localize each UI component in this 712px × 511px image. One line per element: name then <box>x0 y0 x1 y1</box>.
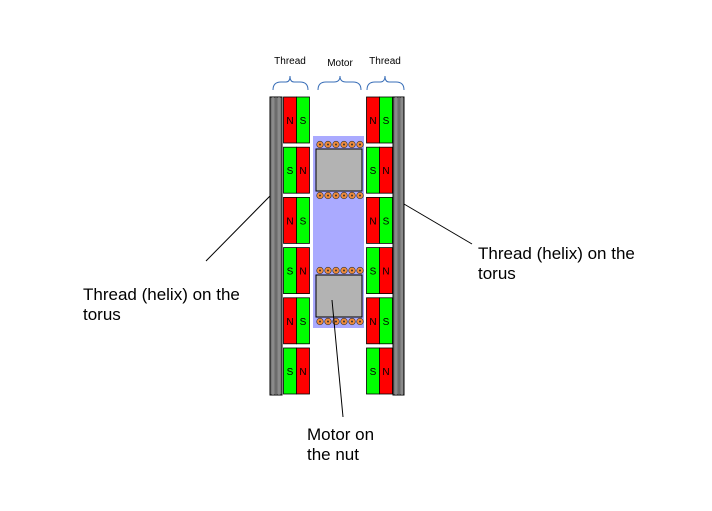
magnet-pole-label: N <box>369 216 376 227</box>
magnet-pole-label: S <box>287 267 294 278</box>
magnet-pole-label: S <box>300 216 307 227</box>
magnet-pole-label: N <box>286 116 293 127</box>
brace-motor <box>317 75 362 91</box>
magnet-pole-label: N <box>369 317 376 328</box>
callout-line-motor <box>331 299 344 418</box>
coil-winding-center <box>319 320 321 323</box>
callout-right-line2: torus <box>478 264 516 283</box>
magnet-pole-label: N <box>382 267 389 278</box>
coil-winding-center <box>359 194 361 197</box>
coil-winding-center <box>319 143 321 146</box>
callout-line-right <box>403 203 473 245</box>
coil-winding-center <box>327 269 329 272</box>
magnet-pole-north <box>379 146 393 194</box>
magnet-pole-south <box>296 297 310 345</box>
motor-header: Motor <box>327 58 353 69</box>
coil-winding-center <box>359 143 361 146</box>
magnet-pole-label: S <box>383 317 390 328</box>
magnet-pole-label: S <box>300 116 307 127</box>
magnet-pole-label: S <box>287 367 294 378</box>
callout-line-left <box>205 195 271 262</box>
magnet-pole-label: S <box>370 166 377 177</box>
magnet-pole-label: S <box>383 116 390 127</box>
brace-thread-left <box>272 75 309 91</box>
magnet-pole-label: N <box>299 367 306 378</box>
magnet-pole-label: S <box>370 267 377 278</box>
coil-winding-center <box>343 194 345 197</box>
magnet-pole-north <box>296 146 310 194</box>
callout-left-line2: torus <box>83 305 121 324</box>
magnet-pole-south <box>379 96 393 144</box>
coil-winding-center <box>335 320 337 323</box>
coil-winding-center <box>351 143 353 146</box>
coil-winding-center <box>351 269 353 272</box>
rail-left <box>269 96 283 396</box>
coil-winding-center <box>327 320 329 323</box>
magnet-pole-north <box>379 247 393 295</box>
coil-winding-center <box>335 143 337 146</box>
coil-assembly-1 <box>315 140 364 200</box>
coil-winding-center <box>327 143 329 146</box>
coil-winding-center <box>327 194 329 197</box>
magnet-pole-south <box>296 196 310 244</box>
magnet-pole-label: N <box>286 216 293 227</box>
rail-right <box>392 96 405 396</box>
magnet-pole-north <box>379 347 393 395</box>
magnet-pole-label: N <box>382 367 389 378</box>
magnet-pole-south <box>296 96 310 144</box>
coil-winding-center <box>343 320 345 323</box>
coil-winding-center <box>351 194 353 197</box>
magnet-pole-label: N <box>299 166 306 177</box>
magnet-pole-label: S <box>370 367 377 378</box>
coil-winding-center <box>351 320 353 323</box>
magnet-pole-north <box>296 347 310 395</box>
coil-winding-center <box>343 143 345 146</box>
coil-winding-center <box>343 269 345 272</box>
callout-motor-line2: the nut <box>307 445 359 464</box>
motor-coils <box>315 140 364 326</box>
magnet-pole-south <box>379 297 393 345</box>
coil-core <box>315 148 363 192</box>
thread-left-header: Thread <box>274 56 306 67</box>
magnet-pole-south <box>379 196 393 244</box>
coil-winding-center <box>335 194 337 197</box>
coil-winding-center <box>359 320 361 323</box>
magnet-pole-label: S <box>300 317 307 328</box>
thread-right-header: Thread <box>369 56 401 67</box>
magnet-pole-label: N <box>286 317 293 328</box>
coil-winding-center <box>335 269 337 272</box>
magnet-pole-label: N <box>299 267 306 278</box>
magnet-pole-north <box>296 247 310 295</box>
coil-core <box>315 274 363 318</box>
callout-right-line1: Thread (helix) on the <box>478 244 635 263</box>
coil-winding-center <box>319 194 321 197</box>
magnet-pole-label: S <box>383 216 390 227</box>
callout-left-line1: Thread (helix) on the <box>83 285 240 304</box>
magnet-pole-label: N <box>369 116 376 127</box>
coil-assembly-2 <box>315 266 364 326</box>
coil-winding-center <box>319 269 321 272</box>
magnet-pole-label: S <box>287 166 294 177</box>
magnet-pole-label: N <box>382 166 389 177</box>
brace-thread-right <box>366 75 405 91</box>
coil-winding-center <box>359 269 361 272</box>
callout-motor-line1: Motor on <box>307 425 374 444</box>
